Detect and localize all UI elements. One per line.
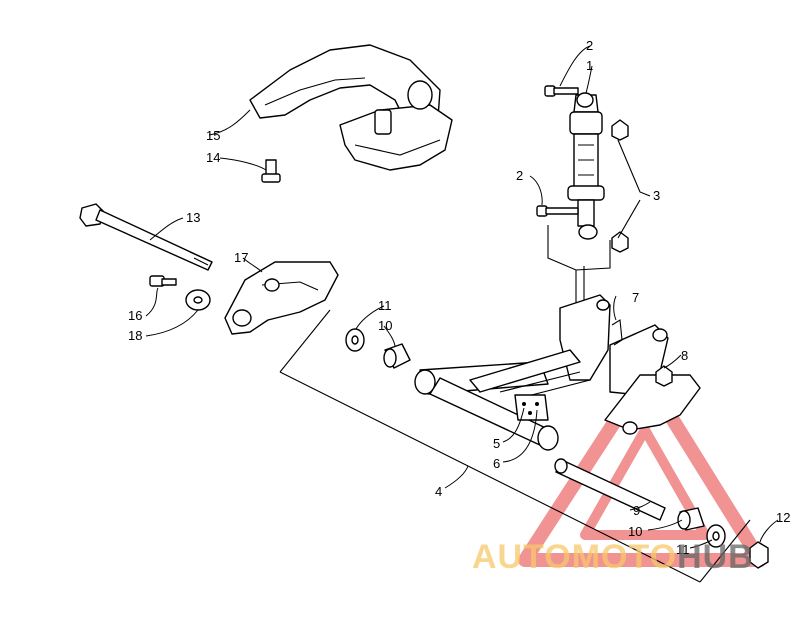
clip-7 [611,319,623,346]
callout-9: 9 [633,503,640,518]
callout-12: 12 [776,510,790,525]
callout-8: 8 [681,348,688,363]
callout-10-left: 10 [378,318,392,333]
washer-11-right [706,524,726,548]
washer-11-left [345,328,365,352]
leader-lines [145,45,779,549]
mount-plate-17 [224,261,339,335]
callout-13: 13 [186,210,200,225]
callout-16: 16 [128,308,142,323]
nut-top [611,119,629,141]
callout-15: 15 [206,128,220,143]
callout-2-top: 2 [586,38,593,53]
through-bolt-13 [79,203,213,271]
shock-absorber [567,92,605,240]
callout-1: 1 [586,58,593,73]
watermark-logo [518,368,767,567]
bushing-10-right [677,507,705,531]
callout-5: 5 [493,436,500,451]
shock-bolt-bottom [536,205,579,217]
swing-arm-assembly [414,294,701,451]
nut-12 [749,541,769,569]
screw-16 [149,275,177,287]
bolt-14 [261,159,281,183]
watermark-text-part1: AUTOMOTO [472,538,677,576]
callout-17: 17 [234,250,248,265]
callout-6: 6 [493,456,500,471]
callout-4: 4 [435,484,442,499]
washer-18 [185,289,211,311]
assembly-bracket-4 [279,309,751,583]
shock-bolt-top [544,85,579,97]
watermark-text: AUTOMOTOHUB [472,538,754,576]
bushing-10-left [383,343,411,369]
nut-8 [655,365,673,387]
callout-11-left: 11 [378,298,392,313]
engine-mount-bracket [249,44,453,171]
callout-2-bottom: 2 [516,168,523,183]
callout-14: 14 [206,150,220,165]
callout-bracket-3 [617,139,651,239]
callout-11-right: 11 [676,542,690,557]
nut-bottom [611,231,629,253]
callout-18: 18 [128,328,142,343]
callout-3: 3 [653,188,660,203]
callout-7: 7 [632,290,639,305]
watermark-text-part2: HUB [677,538,754,576]
shaft-9 [554,458,666,521]
callout-10-right: 10 [628,524,642,539]
